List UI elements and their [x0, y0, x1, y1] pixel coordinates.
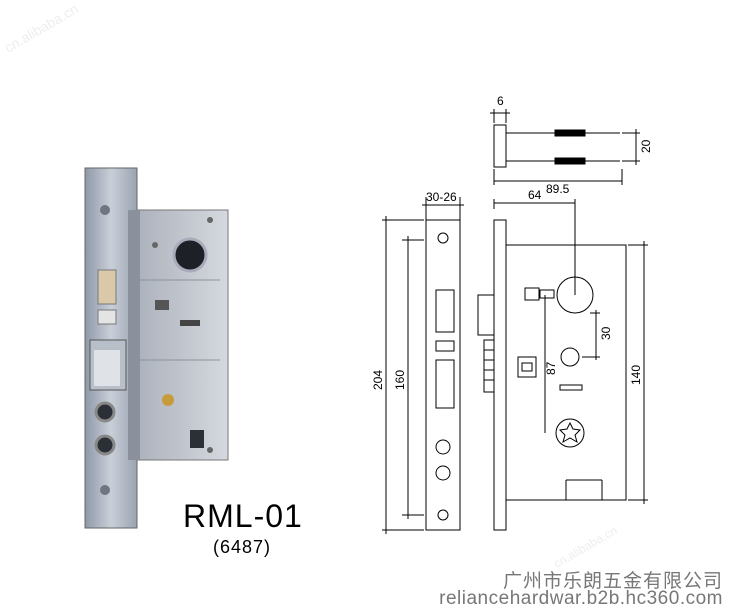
model-number: RML-01	[183, 498, 303, 534]
dim-center-to-center: 87	[544, 361, 558, 375]
dim-spindle-offset: 30	[599, 326, 613, 340]
dim-height-small: 20	[639, 139, 653, 153]
cylinder-hole-2	[94, 434, 116, 456]
top-part-plate	[493, 124, 507, 168]
spindle-hub	[556, 276, 594, 314]
case-side	[493, 219, 507, 531]
dim-faceplate-height: 204	[371, 370, 385, 390]
faceplate-screw-bottom	[100, 485, 110, 495]
lock-photo	[84, 167, 229, 529]
dim-length-total: 89.5	[546, 182, 570, 196]
cylinder-hub	[555, 418, 585, 448]
auxiliary-latch	[97, 269, 117, 305]
faceplate-front	[425, 219, 461, 531]
dim-faceplate-width: 30-26	[426, 190, 457, 204]
case-body	[505, 244, 627, 501]
dim-inner-height: 160	[393, 370, 407, 390]
model-code: (6487)	[213, 537, 272, 557]
dim-backset: 64	[528, 188, 542, 202]
watermark: cn.alibaba.cn	[1, 0, 81, 56]
technical-drawing: 6 20 89.5 64 30-26 204 160 140 30 87	[371, 94, 653, 534]
website-url: reliancehardwar.b2b.hc360.com	[439, 588, 723, 609]
company-name: 广州市乐朗五金有限公司	[502, 571, 723, 592]
dim-case-height: 140	[629, 365, 643, 385]
cylinder-hole-1	[94, 401, 116, 423]
dim-thickness: 6	[497, 94, 504, 108]
faceplate-screw-top	[100, 205, 110, 215]
spindle-hole	[172, 237, 208, 273]
